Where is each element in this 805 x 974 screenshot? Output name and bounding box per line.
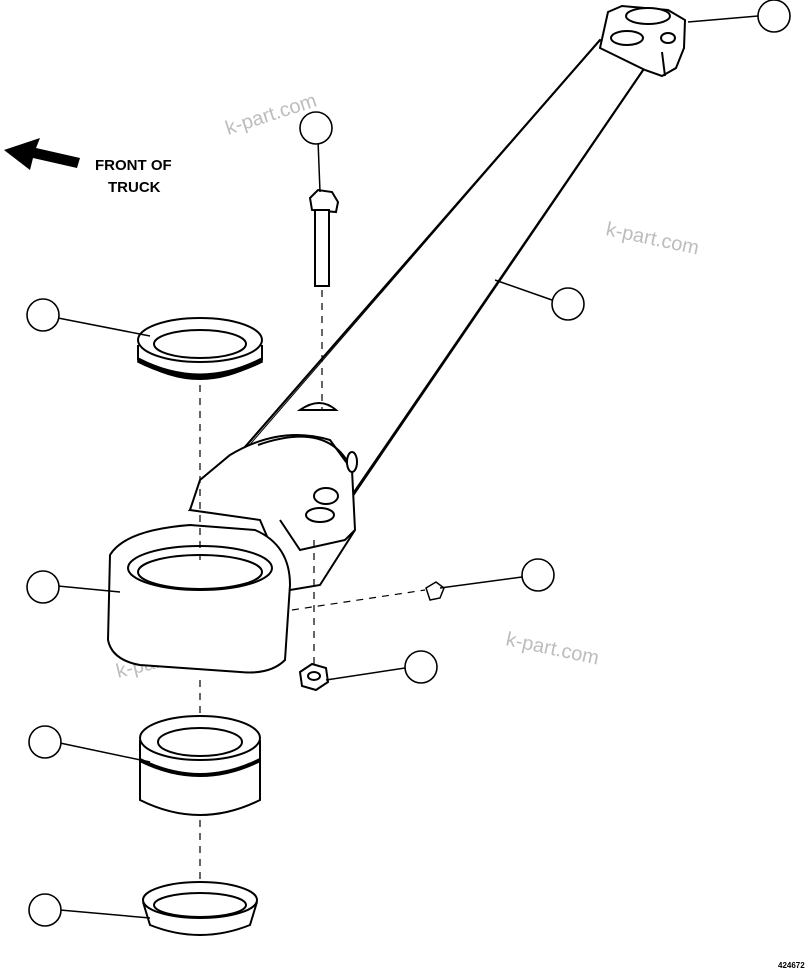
nut bbox=[298, 662, 330, 692]
callout-7 bbox=[404, 650, 438, 684]
callout-circles bbox=[26, 0, 791, 927]
upper-seal bbox=[136, 317, 264, 380]
callout-3 bbox=[26, 298, 60, 332]
top-end-socket bbox=[598, 4, 687, 78]
figure-number: 424672 bbox=[778, 961, 805, 970]
centerlines bbox=[199, 290, 426, 885]
watermark-mid: k-part.com bbox=[504, 628, 601, 669]
callout-5 bbox=[26, 570, 60, 604]
callout-4 bbox=[551, 287, 585, 321]
grease-fitting bbox=[425, 581, 445, 601]
callout-2 bbox=[299, 111, 333, 145]
callout-1 bbox=[757, 0, 791, 33]
callout-8 bbox=[28, 725, 62, 759]
bolt bbox=[308, 188, 340, 287]
steering-arm bbox=[106, 523, 292, 674]
front-label-line1: FRONT OF bbox=[95, 157, 172, 174]
bearing bbox=[139, 715, 261, 816]
watermark-right: k-part.com bbox=[604, 218, 701, 259]
leader-lines bbox=[57, 15, 759, 919]
lower-seal bbox=[142, 881, 258, 936]
callout-6 bbox=[521, 558, 555, 592]
callout-9 bbox=[28, 893, 62, 927]
clamp-body bbox=[188, 402, 358, 592]
front-label-line2: TRUCK bbox=[108, 179, 161, 196]
front-arrow-icon bbox=[4, 138, 80, 170]
